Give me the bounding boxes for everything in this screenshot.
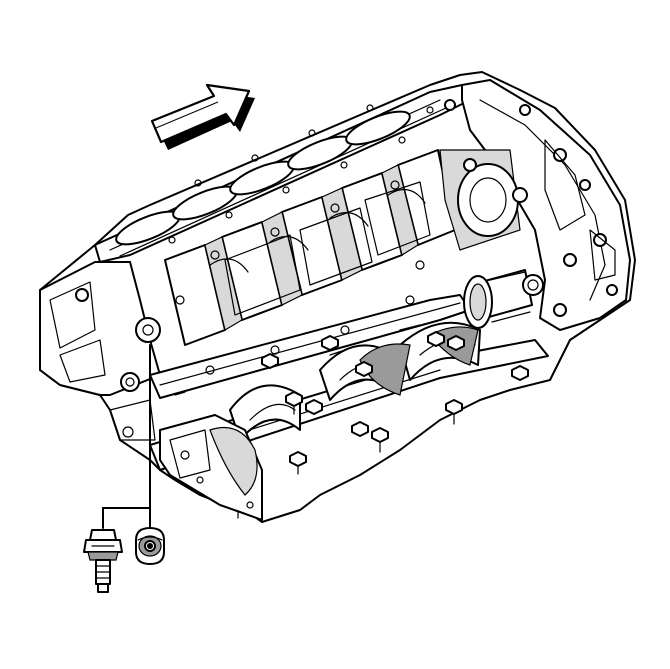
- callout-lines: [102, 344, 151, 529]
- sealing-washer-icon: [135, 527, 165, 565]
- engine-block: [39, 71, 636, 523]
- rear-crank-flange: [463, 269, 544, 329]
- rear-face: [439, 79, 631, 331]
- cylinder-bores: [115, 110, 411, 246]
- bolt-icon: [83, 529, 123, 593]
- deck-bolt-holes: [168, 104, 434, 244]
- front-cover-area: [159, 414, 263, 521]
- block-details: [174, 180, 431, 396]
- main-bearing-bulkheads: [164, 149, 456, 346]
- arrow-right-icon: [150, 83, 255, 150]
